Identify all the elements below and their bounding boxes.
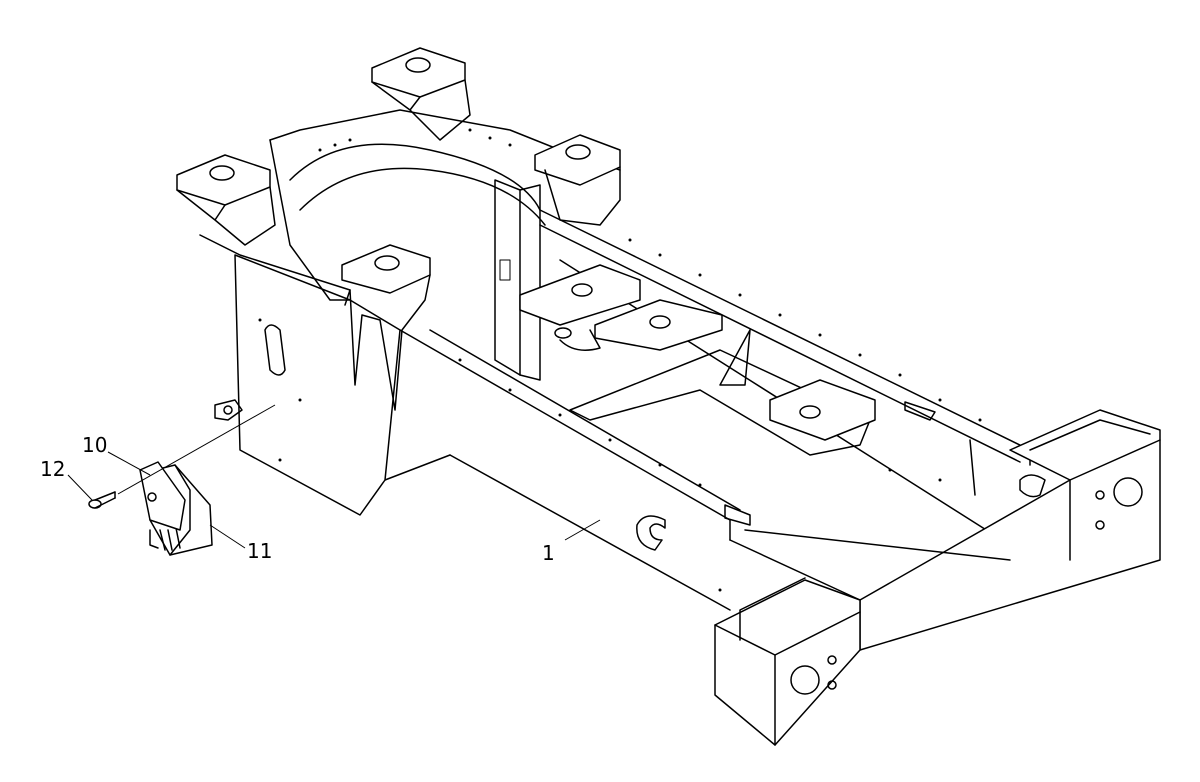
callout-10: 10 [82, 433, 107, 457]
c-cutout [636, 515, 666, 551]
mount-pad-top-center [371, 47, 471, 141]
callout-11: 11 [247, 539, 272, 563]
leader-1 [564, 519, 601, 541]
callout-12: 12 [40, 457, 65, 481]
main-frame [176, 47, 1161, 746]
leader-12 [67, 474, 93, 501]
callout-1: 1 [542, 541, 555, 565]
part-10-plate [139, 461, 186, 531]
leader-11 [209, 524, 246, 549]
mount-pad-right [534, 134, 621, 226]
mount-pad-front-left [341, 244, 431, 411]
assembly-line [117, 404, 276, 495]
mount-pad-top-left [176, 154, 276, 246]
rivet-dots [258, 128, 982, 592]
leader-10 [107, 451, 151, 476]
part-12-bolt [88, 491, 116, 509]
